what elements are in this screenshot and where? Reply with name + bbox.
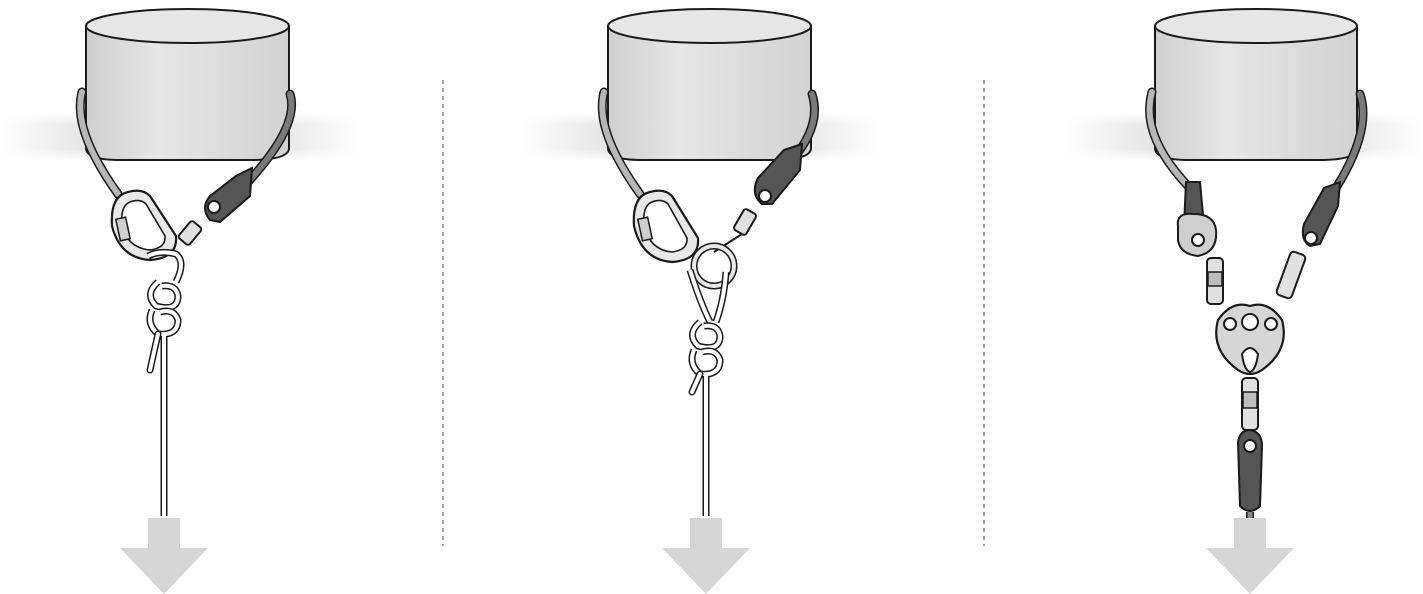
load-arrow: [1206, 518, 1294, 594]
carabiner: [632, 189, 700, 264]
lanyard-termination: [1236, 428, 1264, 512]
anchor-post: [607, 8, 812, 161]
panel-1: [0, 8, 360, 594]
figure-eight-knot: [146, 279, 182, 374]
sling-termination: [204, 166, 254, 224]
figure-eight-knot: [688, 319, 724, 396]
load-arrow: [662, 518, 750, 594]
anchor-post: [1154, 8, 1358, 161]
load-arrow: [120, 518, 208, 594]
panel-3: [1066, 8, 1423, 594]
connector-right: [1275, 250, 1307, 300]
rigging-plate: [1215, 303, 1285, 376]
sling-termination: [753, 142, 804, 205]
lanyard-adjuster: [1176, 181, 1218, 258]
sling-termination: [1301, 180, 1342, 248]
mini-connector: [733, 208, 757, 236]
mini-connector: [177, 220, 203, 246]
anchor-post: [85, 8, 290, 161]
carabiner: [110, 189, 178, 262]
ring: [690, 242, 738, 290]
panel-2: [520, 8, 880, 594]
